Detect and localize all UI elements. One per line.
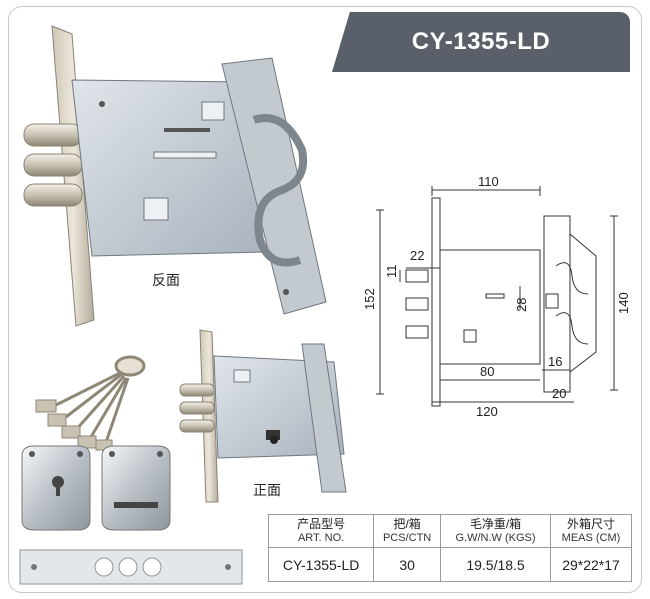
lock-back-view-image <box>23 25 327 327</box>
dim-spacing-16: 16 <box>548 354 562 369</box>
page-frame <box>8 6 642 593</box>
lock-front-view-image <box>179 329 347 503</box>
model-title: CY-1355-LD <box>411 28 551 55</box>
technical-drawing: 110 22 11 152 28 140 16 80 120 20 <box>362 174 631 419</box>
table-row: CY-1355-LD 30 19.5/18.5 29*22*17 <box>267 547 632 582</box>
escutcheon-plates-image <box>21 445 171 531</box>
dim-case-depth: 80 <box>480 364 494 379</box>
dim-cylinder-offset: 22 <box>410 248 424 263</box>
keys-image <box>35 355 146 451</box>
cell-art-no: CY-1355-LD <box>267 547 375 582</box>
dim-plate-height: 140 <box>616 292 631 314</box>
front-view-caption: 正面 <box>253 482 281 498</box>
title-banner <box>332 12 630 72</box>
dim-bolt-diameter: 11 <box>384 265 399 279</box>
back-view-caption: 反面 <box>152 272 180 288</box>
dim-overall-depth: 120 <box>476 404 498 419</box>
cell-weight: 19.5/18.5 <box>440 547 551 582</box>
cell-pcs-ctn: 30 <box>373 547 442 582</box>
cell-meas: 29*22*17 <box>550 547 632 582</box>
dim-height: 152 <box>362 288 377 310</box>
strike-plate-image <box>19 549 243 585</box>
dim-plate-width: 20 <box>552 386 566 401</box>
dim-total-width: 110 <box>478 174 499 189</box>
dim-backset: 28 <box>514 298 529 312</box>
